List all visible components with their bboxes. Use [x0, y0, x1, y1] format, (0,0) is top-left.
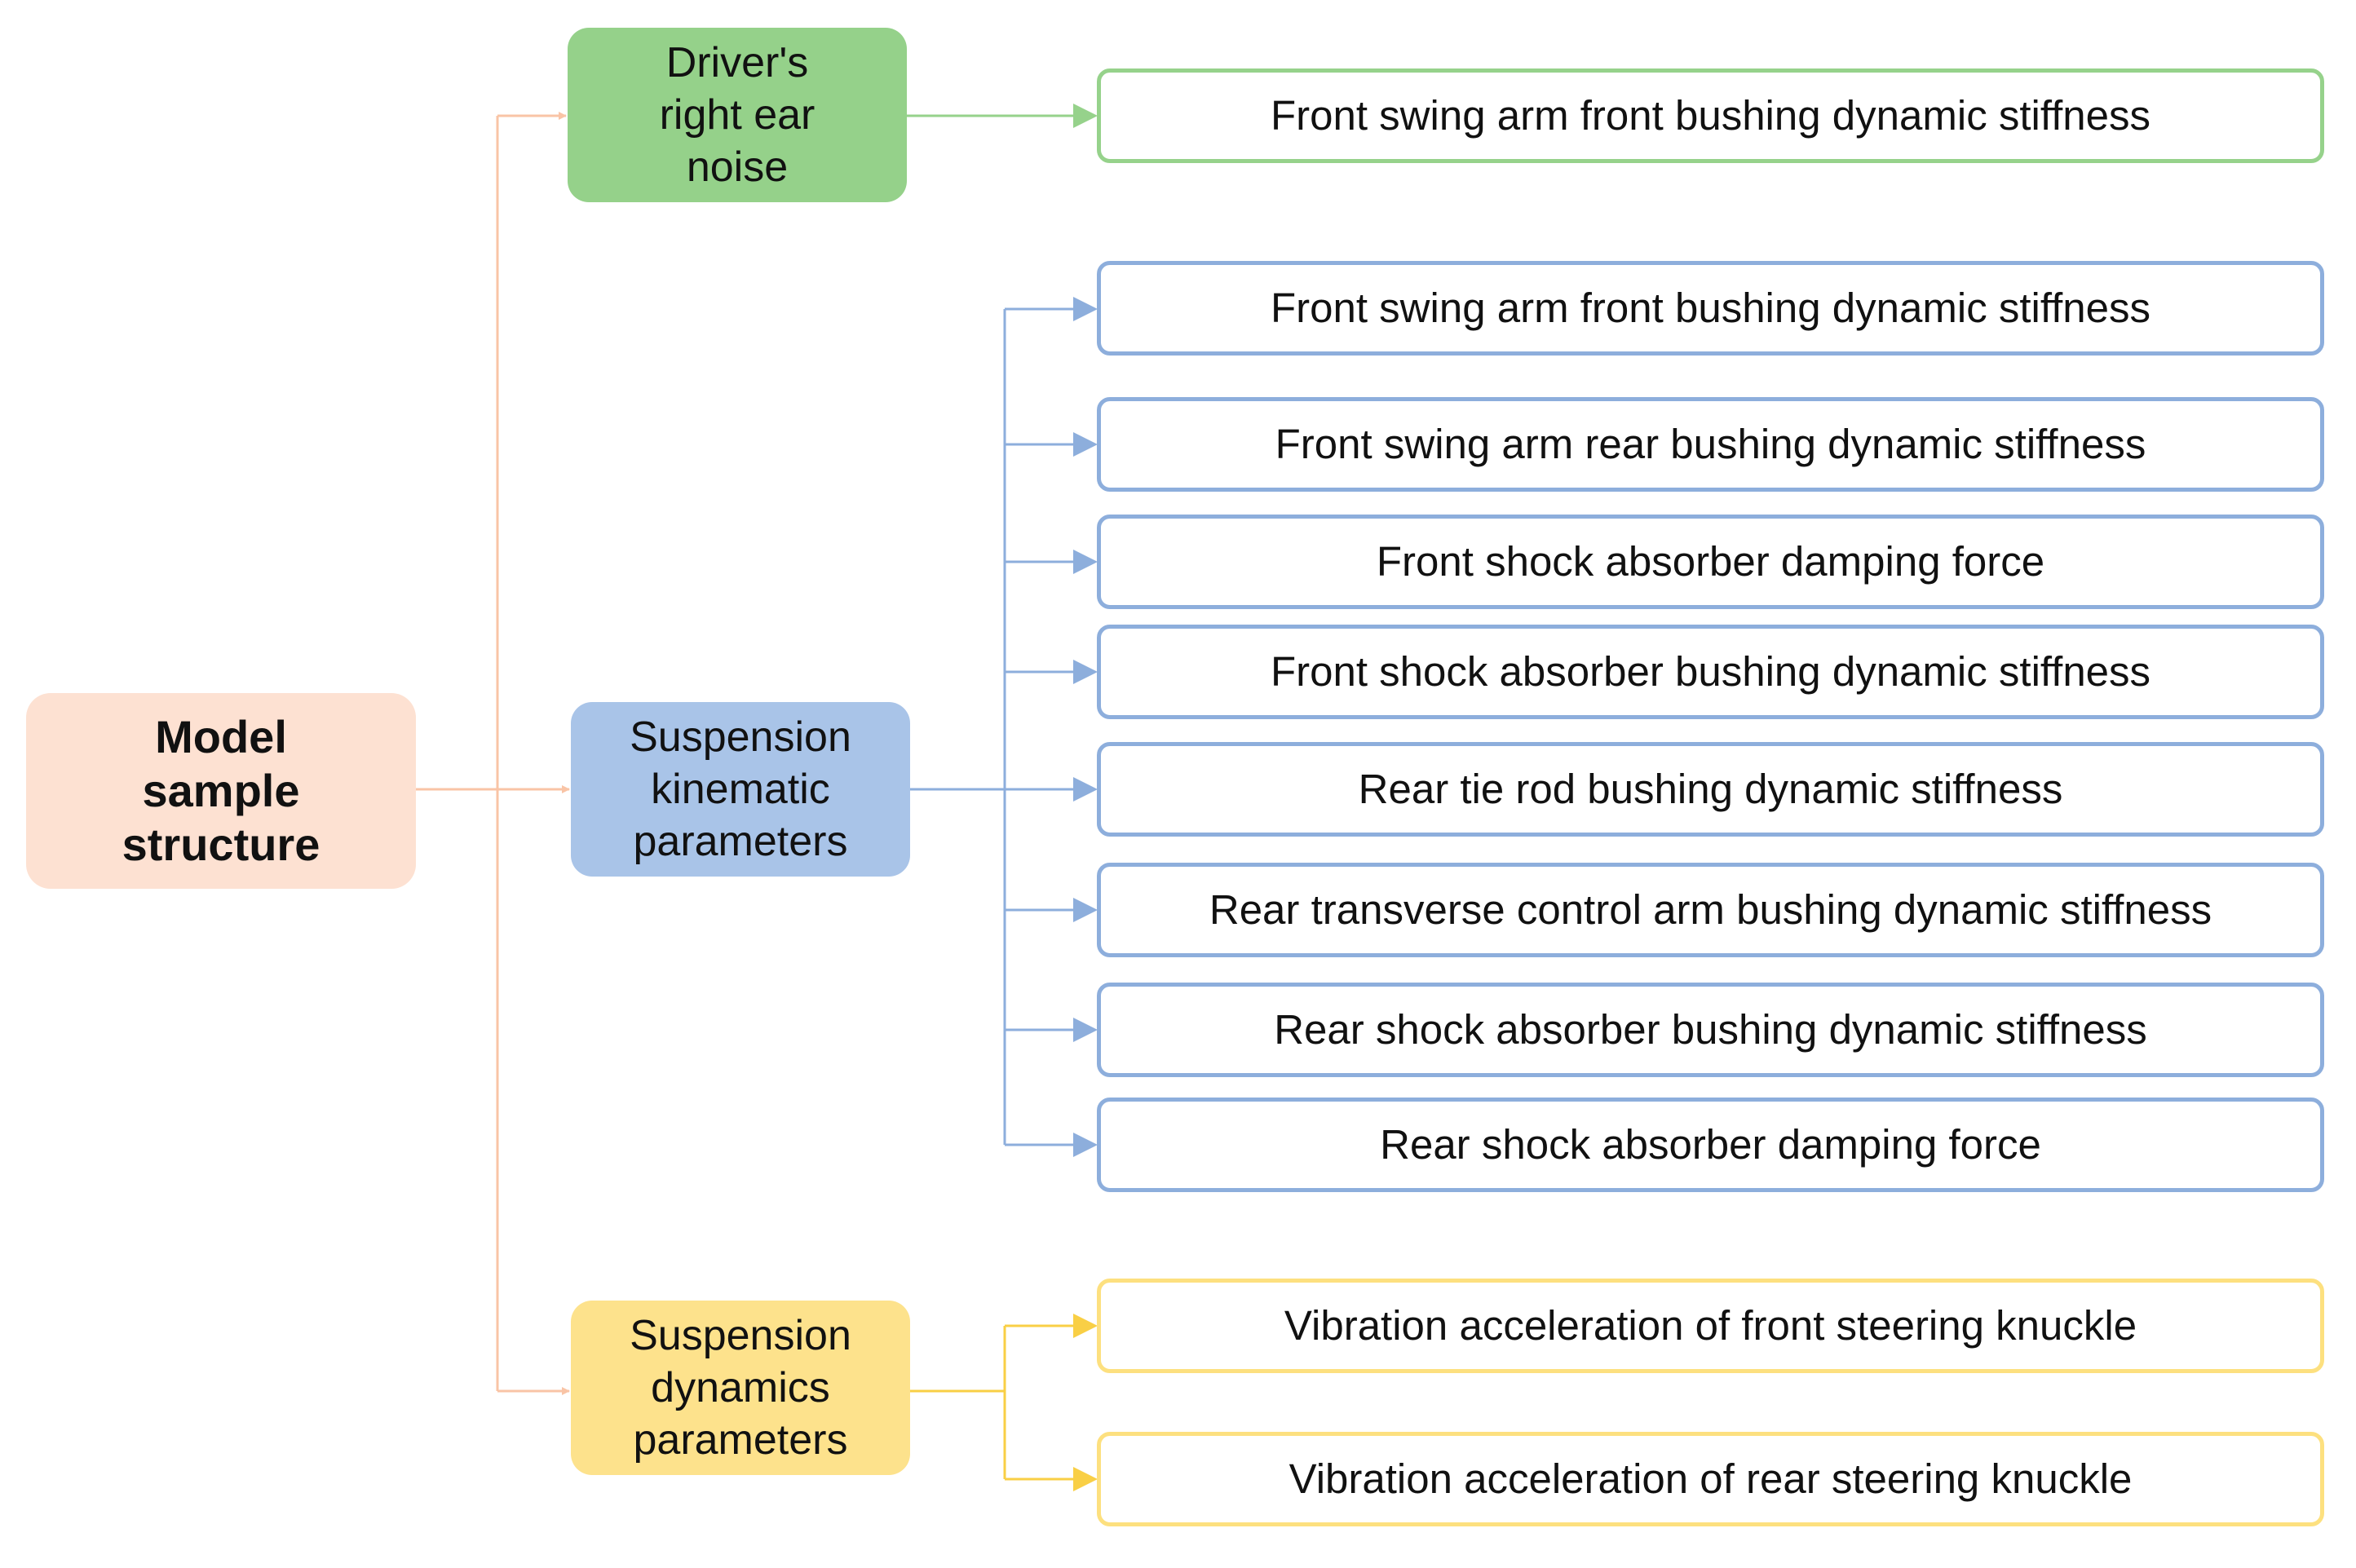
leaf-node-yellow-2: Vibration acceleration of rear steering …: [1097, 1432, 2324, 1526]
category-label: Suspension dynamics parameters: [630, 1310, 851, 1466]
category-label-line-2: right ear: [659, 91, 816, 139]
category-label-line-1: Suspension: [630, 713, 851, 761]
root-node-label: Model sample structure: [122, 710, 320, 872]
category-label: Suspension kinematic parameters: [630, 711, 851, 868]
category-label-line-2: kinematic: [651, 766, 830, 813]
leaf-node-blue-8: Rear shock absorber damping force: [1097, 1098, 2324, 1192]
category-label-line-3: parameters: [633, 1416, 848, 1464]
category-label-line-3: parameters: [633, 818, 848, 865]
category-label: Driver's right ear noise: [660, 37, 816, 193]
category-node-driver-noise: Driver's right ear noise: [568, 28, 907, 202]
category-node-kinematic: Suspension kinematic parameters: [571, 702, 910, 877]
root-node-model-sample-structure: Model sample structure: [26, 693, 416, 889]
root-connectors: [416, 112, 570, 1395]
leaf-node-blue-2: Front swing arm rear bushing dynamic sti…: [1097, 397, 2324, 492]
leaf-node-green-1: Front swing arm front bushing dynamic st…: [1097, 68, 2324, 163]
root-label-line-2: sample: [142, 765, 300, 816]
category-label-line-1: Driver's: [665, 39, 809, 86]
blue-branch-connectors: [910, 297, 1098, 1157]
leaf-node-blue-6: Rear transverse control arm bushing dyna…: [1097, 863, 2324, 957]
leaf-node-yellow-1: Vibration acceleration of front steering…: [1097, 1279, 2324, 1373]
leaf-node-blue-5: Rear tie rod bushing dynamic stiffness: [1097, 742, 2324, 837]
category-node-dynamics: Suspension dynamics parameters: [571, 1301, 910, 1475]
category-label-line-1: Suspension: [630, 1312, 851, 1359]
leaf-node-blue-1: Front swing arm front bushing dynamic st…: [1097, 261, 2324, 356]
category-label-line-3: noise: [686, 144, 789, 191]
category-label-line-2: dynamics: [651, 1364, 830, 1411]
root-label-line-1: Model: [155, 711, 287, 762]
leaf-node-blue-7: Rear shock absorber bushing dynamic stif…: [1097, 983, 2324, 1077]
root-label-line-3: structure: [122, 819, 320, 870]
leaf-node-blue-4: Front shock absorber bushing dynamic sti…: [1097, 625, 2324, 719]
yellow-branch-connectors: [910, 1314, 1098, 1491]
leaf-node-blue-3: Front shock absorber damping force: [1097, 515, 2324, 609]
